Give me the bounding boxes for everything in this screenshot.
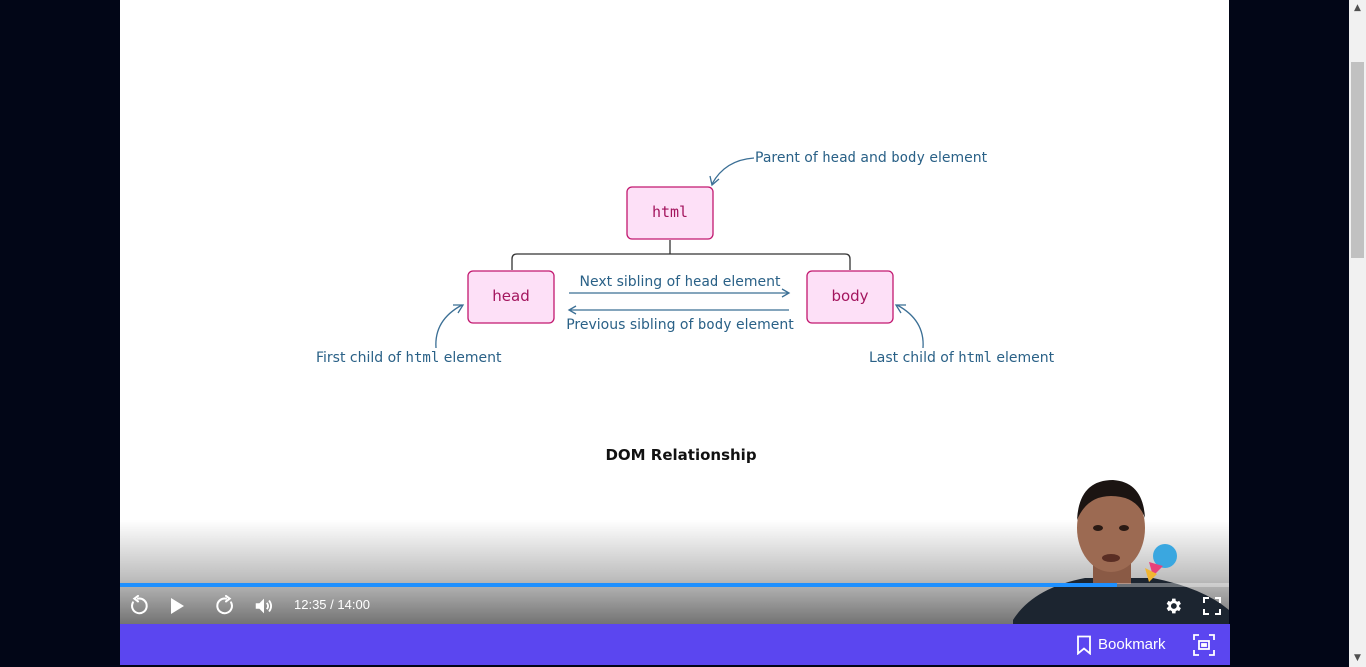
volume-icon bbox=[255, 598, 273, 614]
node-body: body bbox=[806, 270, 894, 324]
node-html-label: html bbox=[652, 203, 688, 221]
page-scrollbar[interactable]: ▲ ▼ bbox=[1349, 0, 1366, 667]
seek-bar-fill bbox=[120, 583, 1117, 587]
lesson-toolbar: Bookmark bbox=[120, 624, 1230, 665]
time-display: 12:35 / 14:00 bbox=[294, 597, 370, 612]
replay-button[interactable] bbox=[125, 593, 151, 619]
annotation-next-sibling: Next sibling of head element bbox=[580, 274, 781, 290]
fullscreen-button[interactable] bbox=[1199, 593, 1225, 619]
gear-icon bbox=[1166, 598, 1181, 614]
seek-bar[interactable] bbox=[120, 583, 1229, 587]
forward-button[interactable] bbox=[213, 593, 239, 619]
scroll-up-arrow-icon[interactable]: ▲ bbox=[1354, 3, 1361, 13]
node-head-label: head bbox=[492, 287, 529, 305]
settings-button[interactable] bbox=[1160, 593, 1186, 619]
sibling-arrows bbox=[567, 288, 791, 315]
video-player[interactable]: html head body Parent of head and bod bbox=[120, 0, 1229, 624]
bookmark-icon bbox=[1077, 635, 1091, 655]
annotation-first-child: First child of html element bbox=[316, 350, 502, 366]
node-html: html bbox=[626, 186, 714, 240]
current-time: 12:35 bbox=[294, 597, 327, 612]
slide-dom-relationship: html head body Parent of head and bod bbox=[316, 150, 1055, 464]
time-separator: / bbox=[326, 597, 338, 612]
scroll-down-arrow-icon[interactable]: ▼ bbox=[1354, 653, 1361, 663]
play-icon bbox=[171, 598, 184, 614]
volume-button[interactable] bbox=[251, 593, 277, 619]
mini-player-button[interactable] bbox=[1192, 633, 1216, 657]
bookmark-button[interactable]: Bookmark bbox=[1076, 624, 1166, 665]
mini-player-icon bbox=[1193, 634, 1215, 656]
tree-connector bbox=[511, 240, 851, 270]
duration: 14:00 bbox=[337, 597, 370, 612]
slide-caption: DOM Relationship bbox=[605, 446, 756, 464]
player-controls: 12:35 / 14:00 bbox=[120, 587, 1229, 624]
node-body-label: body bbox=[831, 287, 868, 305]
scrollbar-thumb[interactable] bbox=[1351, 62, 1364, 258]
annotation-last-child: Last child of html element bbox=[869, 350, 1055, 366]
annotation-previous-sibling: Previous sibling of body element bbox=[566, 317, 794, 333]
annotation-parent: Parent of head and body element bbox=[755, 150, 988, 166]
annotation-arrows bbox=[435, 157, 924, 349]
replay-icon bbox=[131, 595, 148, 615]
forward-icon bbox=[216, 595, 233, 615]
bookmark-label: Bookmark bbox=[1098, 636, 1166, 653]
play-button[interactable] bbox=[164, 593, 190, 619]
fullscreen-icon bbox=[1203, 597, 1221, 615]
node-head: head bbox=[467, 270, 555, 324]
